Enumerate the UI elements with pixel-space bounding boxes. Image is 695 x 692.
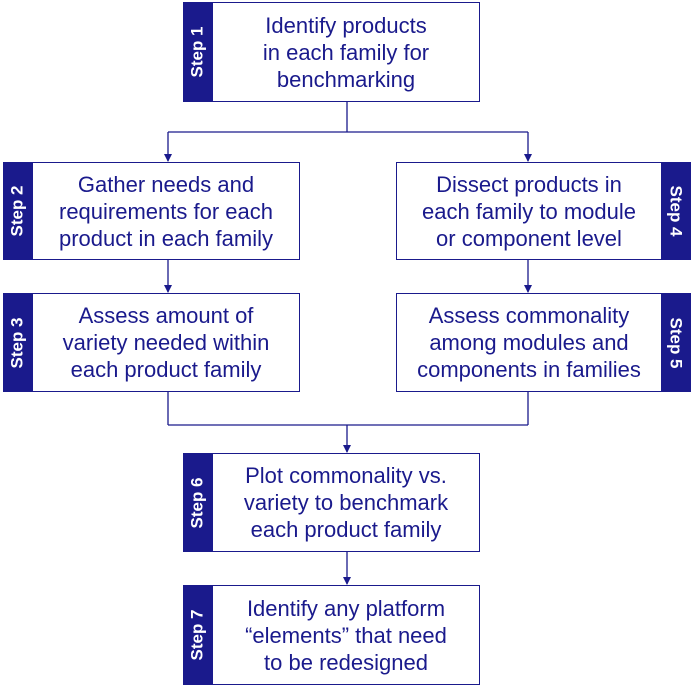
step-1-node: Step 1 Identify products in each family … xyxy=(183,2,480,102)
step-1-box: Identify products in each family for ben… xyxy=(213,2,480,102)
step-1-text: Identify products in each family for ben… xyxy=(262,12,430,92)
step-2-tab: Step 2 xyxy=(3,162,33,260)
step-7-text: Identify any platform “elements” that ne… xyxy=(245,595,447,675)
step-5-text: Assess commonality among modules and com… xyxy=(417,303,641,382)
step-2-box: Gather needs and requirements for each p… xyxy=(33,162,300,260)
step-7-box: Identify any platform “elements” that ne… xyxy=(213,585,480,685)
step-4-tab: Step 4 xyxy=(661,162,691,260)
step-6-node: Step 6 Plot commonality vs. variety to b… xyxy=(183,453,480,552)
step-2-node: Step 2 Gather needs and requirements for… xyxy=(3,162,300,260)
step-5-box: Assess commonality among modules and com… xyxy=(396,293,661,392)
step-3-box: Assess amount of variety needed within e… xyxy=(33,293,300,392)
step-7-node: Step 7 Identify any platform “elements” … xyxy=(183,585,480,685)
step-2-text: Gather needs and requirements for each p… xyxy=(59,171,273,251)
step-4-box: Dissect products in each family to modul… xyxy=(396,162,661,260)
step-1-tab: Step 1 xyxy=(183,2,213,102)
step-6-box: Plot commonality vs. variety to benchmar… xyxy=(213,453,480,552)
step-5-tab: Step 5 xyxy=(661,293,691,392)
step-6-text: Plot commonality vs. variety to benchmar… xyxy=(243,463,449,542)
step-3-node: Step 3 Assess amount of variety needed w… xyxy=(3,293,300,392)
step-4-text: Dissect products in each family to modul… xyxy=(422,171,636,251)
step-7-tab: Step 7 xyxy=(183,585,213,685)
step-3-text: Assess amount of variety needed within e… xyxy=(62,303,270,382)
step-5-node: Assess commonality among modules and com… xyxy=(396,293,691,392)
step-4-node: Dissect products in each family to modul… xyxy=(396,162,691,260)
step-6-tab: Step 6 xyxy=(183,453,213,552)
step-3-tab: Step 3 xyxy=(3,293,33,392)
